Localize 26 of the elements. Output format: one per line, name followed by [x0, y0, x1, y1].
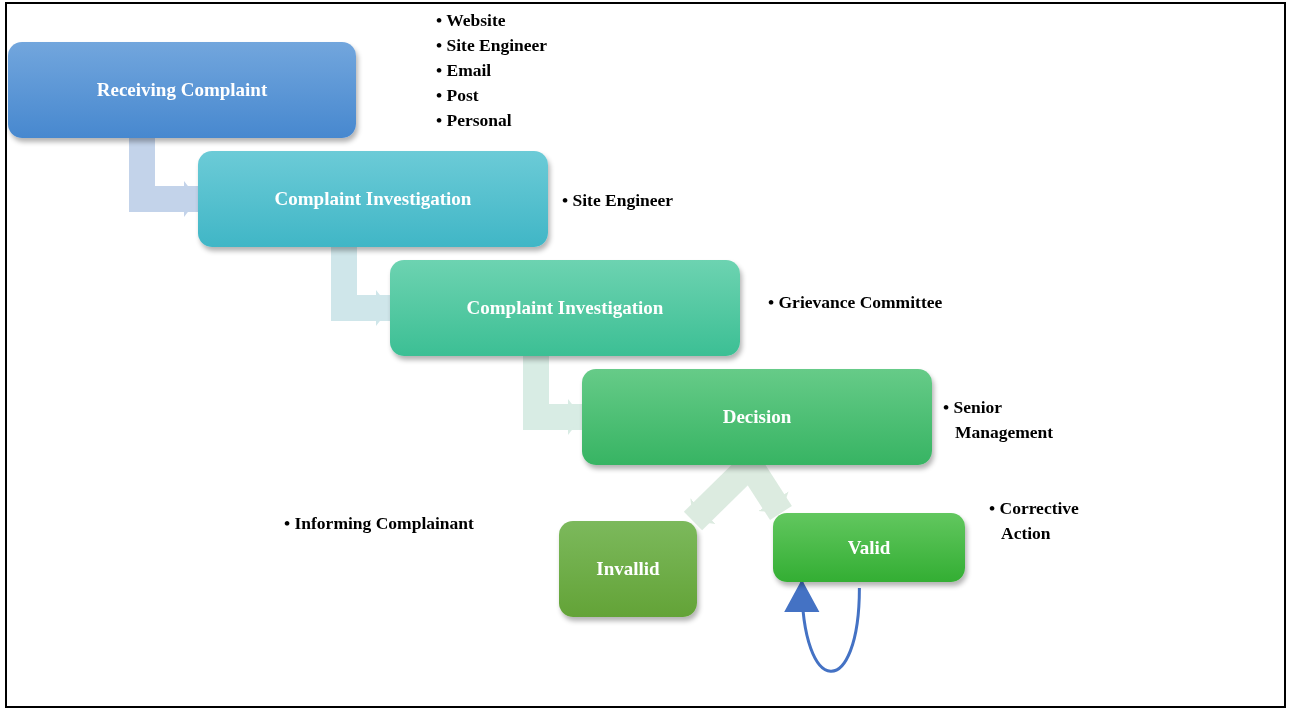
- step-label: Valid: [847, 536, 891, 559]
- bullet-note: • Corrective Action: [989, 497, 1080, 545]
- arrow: [129, 138, 198, 217]
- bullet-note: • Site Engineer: [436, 34, 549, 57]
- process-box: [390, 260, 740, 356]
- step-label: Receiving Complaint: [96, 79, 268, 101]
- arrow: [331, 247, 390, 326]
- bullet-note: • Email: [436, 59, 493, 82]
- step-label: Complaint Investigation: [466, 297, 664, 319]
- bullet-note: • Grievance Committee: [768, 291, 944, 314]
- bullet-note: • Site Engineer: [562, 189, 675, 212]
- step-label: Invallid: [596, 558, 660, 580]
- step-label: Decision: [722, 406, 792, 428]
- u-turn-arrow: [786, 580, 861, 673]
- process-box: [198, 151, 548, 247]
- arrow: [523, 356, 582, 435]
- bullet-note: • Informing Complainant: [284, 512, 475, 535]
- step-label: Complaint Investigation: [274, 188, 472, 210]
- process-box: [8, 42, 356, 138]
- process-box: [773, 513, 965, 582]
- bullet-note: • Senior Management: [943, 396, 1055, 444]
- process-box: [559, 521, 697, 617]
- bullet-note: • Website: [436, 9, 507, 32]
- process-box: [582, 369, 932, 465]
- bullet-note: • Personal: [436, 109, 513, 132]
- bullet-note: • Post: [436, 84, 480, 107]
